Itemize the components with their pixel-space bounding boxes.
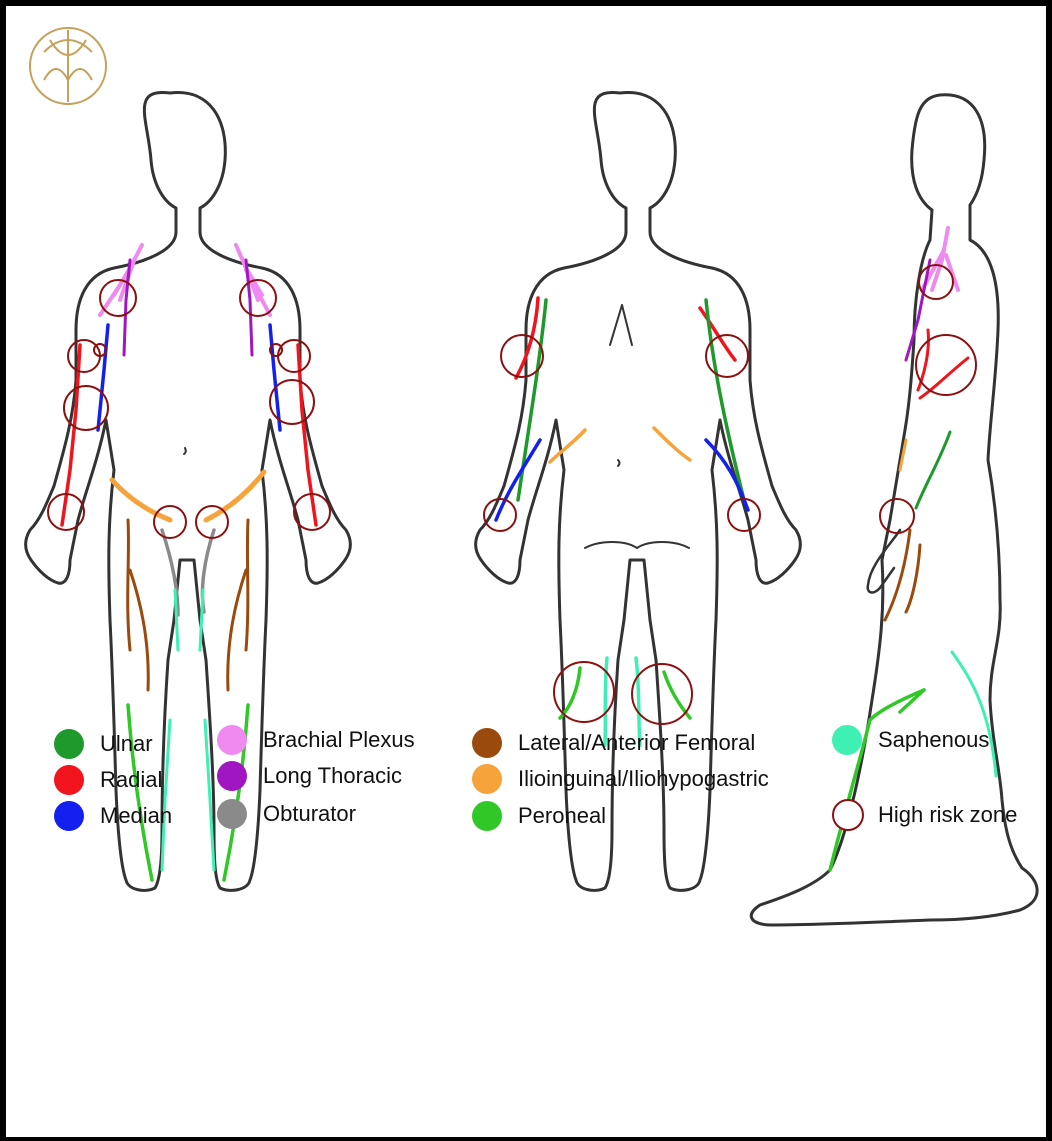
- monogram-logo: [30, 28, 106, 104]
- side-figure: [751, 95, 1037, 925]
- front-nerves: [48, 245, 330, 880]
- front-figure: [26, 92, 351, 890]
- back-figure: [476, 92, 801, 890]
